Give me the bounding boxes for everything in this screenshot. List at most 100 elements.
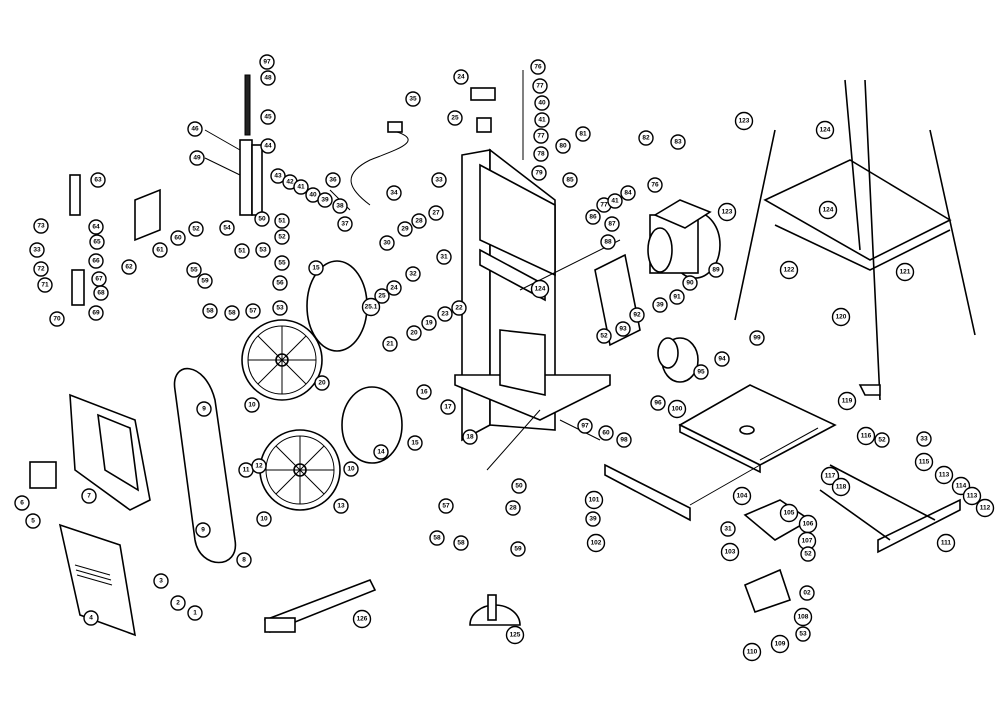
callout-circle [818, 200, 838, 220]
callout-number: 41 [611, 198, 619, 205]
callout-41: 41 [607, 193, 623, 209]
callout-number: 98 [620, 437, 628, 444]
callout-27: 27 [428, 205, 444, 221]
callout-29: 29 [397, 221, 413, 237]
callout-28: 28 [505, 500, 521, 516]
callout-circle [793, 607, 813, 627]
blade-loop [173, 367, 237, 564]
callout-number: 21 [386, 341, 394, 348]
lower-wheel-cover [58, 523, 137, 637]
tension-knob [470, 70, 524, 160]
callout-number: 124 [820, 127, 831, 134]
callout-number: 15 [312, 265, 320, 272]
callout-number: 79 [535, 170, 543, 177]
callout-85: 85 [562, 172, 578, 188]
callout-12: 12 [251, 458, 267, 474]
callout-50: 50 [511, 478, 527, 494]
callout-circle [600, 234, 616, 250]
callout-58: 58 [429, 530, 445, 546]
callout-circle [29, 242, 45, 258]
callout-circle [629, 307, 645, 323]
callout-number: 20 [318, 380, 326, 387]
callout-number: 89 [712, 267, 720, 274]
callout-circle [856, 426, 876, 446]
table [678, 384, 837, 474]
callout-circle [530, 59, 546, 75]
callout-number: 52 [278, 234, 286, 241]
callout-circle [197, 273, 213, 289]
callout-number: 103 [725, 549, 736, 556]
callout-number: 9 [202, 406, 206, 413]
callout-number: 77 [537, 133, 545, 140]
callout-circle [352, 609, 372, 629]
callout-number: 59 [514, 546, 522, 553]
callout-9: 9 [196, 401, 212, 417]
callout-106: 106 [798, 514, 818, 534]
callout-81: 81 [575, 126, 591, 142]
callout-122: 122 [779, 260, 799, 280]
callout-118: 118 [831, 477, 851, 497]
callout-39: 39 [652, 297, 668, 313]
callout-number: 57 [442, 503, 450, 510]
callout-circle [682, 275, 698, 291]
callout-circle [406, 325, 422, 341]
callout-circle [343, 461, 359, 477]
callout-circle [585, 511, 601, 527]
callout-circle [88, 305, 104, 321]
callout-28: 28 [411, 213, 427, 229]
callout-circle [337, 216, 353, 232]
callout-number: 76 [534, 64, 542, 71]
callout-circle [274, 213, 290, 229]
callout-number: 92 [633, 312, 641, 319]
callout-17: 17 [440, 399, 456, 415]
callout-circle [607, 193, 623, 209]
callout-number: 66 [92, 258, 100, 265]
callout-number: 15 [411, 440, 419, 447]
callout-02: 02 [799, 585, 815, 601]
callout-number: 125 [510, 632, 521, 639]
callout-number: 50 [258, 216, 266, 223]
callout-circle [616, 432, 632, 448]
callout-number: 111 [941, 540, 952, 547]
callout-number: 57 [249, 308, 257, 315]
callout-58: 58 [202, 303, 218, 319]
callout-number: 7 [87, 493, 91, 500]
callout-number: 49 [193, 155, 201, 162]
callout-11: 11 [238, 462, 254, 478]
callout-95: 95 [693, 364, 709, 380]
callout-89: 89 [708, 262, 724, 278]
callout-number: 60 [602, 430, 610, 437]
callout-circle [255, 242, 271, 258]
callout-circle [650, 395, 666, 411]
power-cord [350, 121, 409, 206]
callout-number: 52 [878, 437, 886, 444]
callout-circle [170, 595, 186, 611]
callout-number: 4 [89, 615, 93, 622]
callout-number: 41 [297, 184, 305, 191]
callout-53: 53 [255, 242, 271, 258]
callout-25-1: 25.1 [361, 297, 381, 317]
callout-7: 7 [81, 488, 97, 504]
callout-number: 62 [125, 264, 133, 271]
callout-72: 72 [33, 261, 49, 277]
callout-76: 76 [647, 177, 663, 193]
callout-number: 80 [559, 143, 567, 150]
callout-117: 117 [820, 466, 840, 486]
callout-84: 84 [620, 185, 636, 201]
callout-number: 122 [784, 267, 795, 274]
callout-124: 124 [815, 120, 835, 140]
callout-circle [431, 172, 447, 188]
callout-number: 64 [92, 224, 100, 231]
callout-number: 120 [836, 314, 847, 321]
callout-35: 35 [405, 91, 421, 107]
callout-number: 83 [674, 139, 682, 146]
callout-circle [260, 109, 276, 125]
callout-circle [820, 466, 840, 486]
callout-circle [533, 128, 549, 144]
callout-circle [428, 205, 444, 221]
callout-circle [505, 500, 521, 516]
callout-number: 60 [174, 235, 182, 242]
callout-circle [575, 126, 591, 142]
callout-circle [83, 610, 99, 626]
callout-number: 78 [537, 151, 545, 158]
